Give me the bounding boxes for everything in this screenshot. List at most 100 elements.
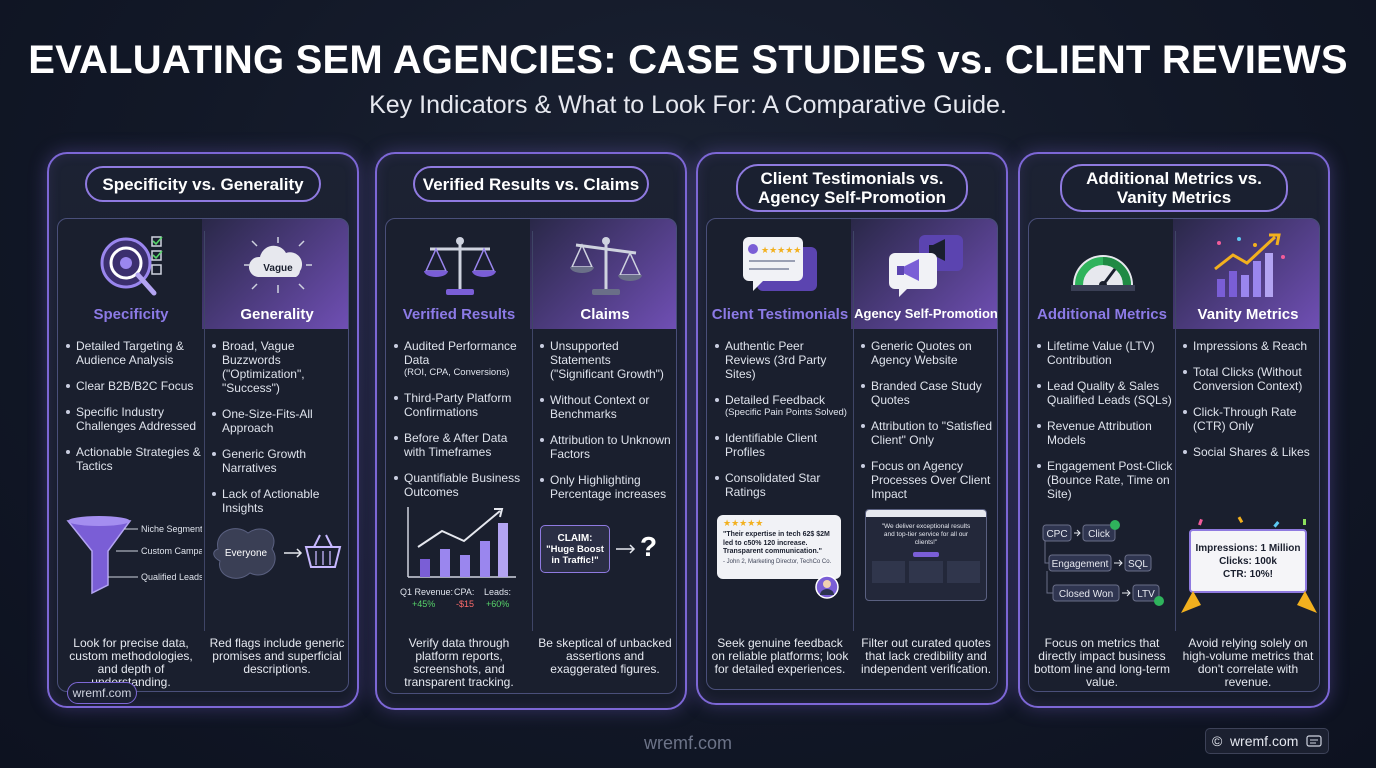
list-item: Generic Quotes on Agency Website [861,339,997,367]
card-verified-results: Verified Results vs. Claims Verified Res… [375,152,687,710]
column-title: Verified Results [402,306,516,323]
corner-badge-text: wremf.com [1229,733,1299,749]
rising-bars-confetti-icon [1214,233,1285,297]
card-title-pill: Client Testimonials vs. Agency Self-Prom… [736,164,968,212]
bullet-list: Unsupported Statements ("Significant Gro… [540,339,676,513]
screen-line: Impressions: 1 Million [1195,542,1301,554]
list-item: Lifetime Value (LTV) Contribution [1037,339,1173,367]
list-item: One-Size-Fits-All Approach [212,407,348,435]
column-title: Additional Metrics [1036,306,1167,323]
gauge-icon [1071,255,1135,291]
screen-line: Clicks: 100k [1219,555,1277,567]
claim-label: CLAIM: [557,532,593,544]
card-specificity: Specificity vs. Generality Specificity D… [47,152,359,708]
list-item: Attribution to Unknown Factors [540,433,676,461]
list-item: Detailed Targeting & Audience Analysis [66,339,202,367]
column-generality: Vague Generality Broad, Vague Buzzwords … [204,219,348,691]
bullet-list: Lifetime Value (LTV) Contribution Lead Q… [1037,339,1173,513]
question-mark-icon: ? [640,531,658,562]
bullet-list: Detailed Targeting & Audience Analysis C… [66,339,202,485]
list-item: Unsupported Statements ("Significant Gro… [540,339,676,381]
list-item: Before & After Data with Timeframes [394,431,530,459]
growth-bar-chart-icon: Q1 Revenue: CPA: Leads: +45% -$15 +60% [400,507,516,609]
bullet-list: Impressions & Reach Total Clicks (Withou… [1183,339,1319,471]
confetti-icon [1181,516,1317,613]
claim-text: "Huge Boost in Traffic!" [546,543,604,566]
flow-node: Closed Won [1059,589,1113,600]
list-item: Detailed Feedback (Specific Pain Points … [715,393,851,419]
page-title: EVALUATING SEM AGENCIES: CASE STUDIES vs… [28,38,1348,82]
flow-node: LTV [1137,589,1155,600]
funnel-label: Niche Segments [141,524,202,534]
card-title-pill: Specificity vs. Generality [85,166,321,202]
metric-value: +45% [412,599,435,609]
column-title: Client Testimonials [711,306,849,323]
metric-value: +60% [486,599,509,609]
card-inner-panel: Verified Results Audited Performance Dat… [385,218,677,694]
column-footer: Focus on metrics that directly impact bu… [1033,636,1171,689]
vague-cloud-icon: Vague [244,237,312,293]
list-item: Branded Case Study Quotes [861,379,997,407]
list-item: Without Context or Benchmarks [540,393,676,421]
cloud-label: Vague [263,263,293,274]
list-item: Lack of Actionable Insights [212,487,348,515]
metric-label: CPA: [454,587,474,597]
list-item: Lead Quality & Sales Qualified Leads (SQ… [1037,379,1173,407]
review-card: ★★★★★ "Their expertise in tech 62$ $2M l… [717,515,841,579]
funnel-label: Custom Campaigns [141,546,202,556]
list-item: Click-Through Rate (CTR) Only [1183,405,1319,433]
target-checklist-icon [100,236,163,296]
column-footer: Look for precise data, custom methodolog… [69,636,193,689]
column-verified: Verified Results Audited Performance Dat… [386,219,532,693]
list-item: Actionable Strategies & Tactics [66,445,202,473]
page-subtitle: Key Indicators & What to Look For: A Com… [369,91,1007,119]
tilted-scale-icon [570,237,642,295]
column-footer: Seek genuine feedback on reliable platfo… [711,636,849,676]
blob-label: Everyone [225,548,268,559]
site-badge: wremf.com [67,682,137,704]
column-title: Vanity Metrics [1197,306,1299,323]
flow-node: Engagement [1052,559,1109,570]
card-title-pill: Additional Metrics vs. Vanity Metrics [1060,164,1288,212]
flow-node: CPC [1046,529,1067,540]
bullet-list: Generic Quotes on Agency Website Branded… [861,339,997,513]
screen-line: CTR: 10%! [1222,568,1273,580]
corner-badge: © wremf.com [1205,728,1329,754]
card-metrics: Additional Metrics vs. Vanity Metrics Ad… [1018,152,1330,708]
list-item: Attribution to "Satisfied Client" Only [861,419,997,447]
avatar [815,575,839,599]
column-testimonials: ★★★★★ Client Testimonials Authentic Peer… [707,219,853,689]
column-additional-metrics: Additional Metrics Lifetime Value (LTV) … [1029,219,1175,691]
list-item: Focus on Agency Processes Over Client Im… [861,459,997,501]
list-item: Third-Party Platform Confirmations [394,391,530,419]
list-item: Revenue Attribution Models [1037,419,1173,447]
column-title: Generality [240,306,314,323]
star-rating: ★★★★★ [723,519,764,529]
list-item: Audited Performance Data (ROI, CPA, Conv… [394,339,530,379]
column-footer: Be skeptical of unbacked assertions and … [538,636,672,676]
bullet-list: Authentic Peer Reviews (3rd Party Sites)… [715,339,851,511]
arrow-right-icon [616,544,636,554]
list-item: Authentic Peer Reviews (3rd Party Sites) [715,339,851,381]
column-footer: Red flags include generic promises and s… [209,636,345,676]
column-vanity-metrics: Vanity Metrics Impressions & Reach Total… [1175,219,1319,691]
column-specificity: Specificity Detailed Targeting & Audienc… [58,219,204,691]
vanity-screen: Impressions: 1 Million Clicks: 100k CTR:… [1189,529,1307,593]
card-inner-panel: Specificity Detailed Targeting & Audienc… [57,218,349,692]
megaphone-bubble-icon [889,235,963,297]
column-claims: Claims Unsupported Statements ("Signific… [532,219,676,693]
review-quote: "Their expertise in tech 62$ $2M led to … [723,531,830,555]
column-footer: Verify data through platform reports, sc… [404,636,514,689]
list-item: Identifiable Client Profiles [715,431,851,459]
bullet-list: Broad, Vague Buzzwords ("Optimization", … [212,339,348,527]
caption-icon [1306,735,1322,747]
column-self-promotion: Agency Self-Promotion Generic Quotes on … [853,219,997,689]
list-item: Engagement Post-Click (Bounce Rate, Time… [1037,459,1173,501]
column-footer: Avoid relying solely on high-volume metr… [1182,636,1314,689]
svg-text:★★★★★: ★★★★★ [761,246,801,256]
list-item: Consolidated Star Ratings [715,471,851,499]
list-item: Only Highlighting Percentage increases [540,473,676,501]
review-author: - John 2, Marketing Director, TechCo Co. [723,558,832,565]
card-inner-panel: ★★★★★ Client Testimonials Authentic Peer… [706,218,998,690]
card-testimonials: Client Testimonials vs. Agency Self-Prom… [696,152,1008,705]
